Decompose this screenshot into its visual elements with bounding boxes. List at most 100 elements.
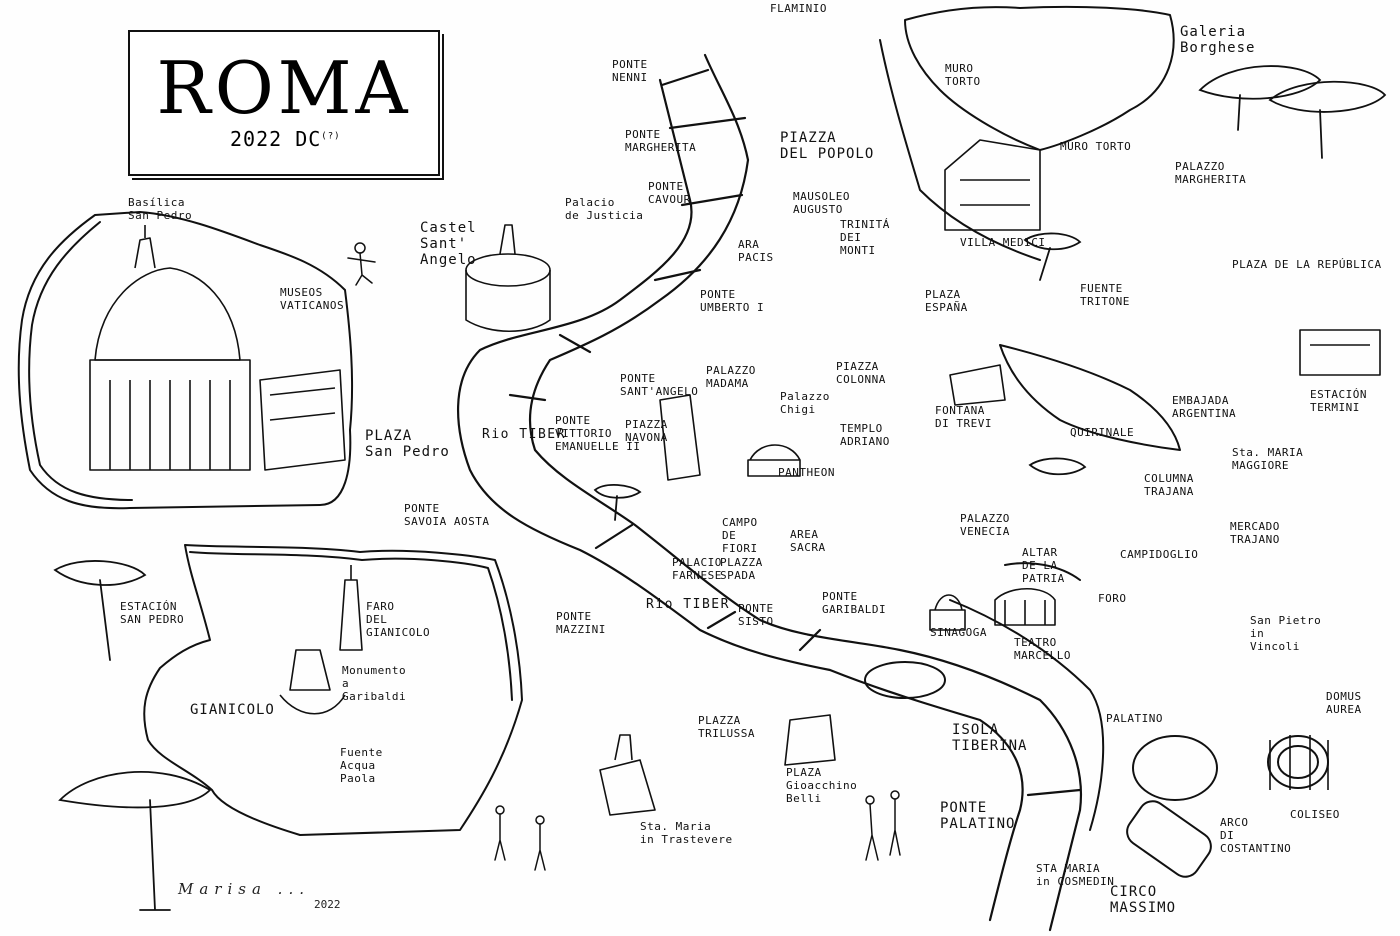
villa-borghese-outline [904, 5, 1175, 151]
label-ponte-nenni: PONTE NENNI [612, 58, 648, 84]
label-plaza-san-pedro: PLAZA San Pedro [365, 428, 450, 460]
label-ponte-vittorio: PONTE VITTORIO EMANUELLE II [555, 414, 641, 453]
label-altar-patria: ALTAR DE LA PATRIA [1022, 546, 1065, 585]
map-subtitle: 2022 DC(?) [230, 127, 341, 151]
label-castel: Castel Sant' Angelo [420, 220, 477, 268]
label-ponte-garibaldi: PONTE GARIBALDI [822, 590, 887, 616]
label-santa-maria-maggiore: Sta. MARIA MAGGIORE [1232, 446, 1304, 472]
label-palazzo-margherita: PALAZZO MARGHERITA [1175, 160, 1247, 186]
label-isola-tiberina: ISOLA TIBERINA [952, 722, 1028, 754]
subtitle-mark: (?) [321, 131, 341, 142]
label-plaza-spada: PLAZZA SPADA [720, 556, 763, 582]
map-title: ROMA [156, 46, 412, 130]
label-columna-trajana: COLUMNA TRAJANA [1144, 472, 1194, 498]
tree-icons [53, 65, 1387, 911]
tiber-bank-east [528, 53, 1082, 932]
vatican-museums-icon [259, 369, 346, 471]
label-estacion-termini: ESTACIÓN TERMINI [1310, 388, 1367, 414]
tree-icon-3 [53, 560, 147, 661]
label-gianicolo: GIANICOLO [190, 702, 275, 718]
basilica-dome-icon [89, 225, 251, 471]
tree-icon-1 [58, 770, 212, 911]
label-ponte-savoia: PONTE SAVOIA AOSTA [404, 502, 490, 528]
garibaldi-monument-icon [279, 649, 346, 715]
people-icons [347, 242, 901, 871]
label-plaza-gioacchino: PLAZA Gioacchino Belli [786, 766, 858, 805]
vatican-wall [17, 211, 354, 510]
people-icon-2 [494, 805, 546, 871]
label-ponte-mazzini: PONTE MAZZINI [556, 610, 606, 636]
label-quirinale: QUIRINALE [1070, 426, 1135, 439]
label-ponte-margherita: PONTE MARGHERITA [625, 128, 697, 154]
fontana-trevi-icon [949, 364, 1006, 406]
quirinale-outline [999, 344, 1181, 451]
landmark-icons [89, 139, 1381, 816]
label-ponte-cavour: PONTE CAVOUR [648, 180, 691, 206]
label-campo-fiori: CAMPO DE FIORI [722, 516, 758, 555]
label-museos: MUSEOS VATICANOS [280, 286, 345, 312]
label-muro-torto-1: MURO TORTO [945, 62, 981, 88]
label-san-pietro-vincoli: San Pietro in Vincoli [1250, 614, 1322, 653]
tiber-river [457, 53, 1082, 932]
label-trinita: TRINITÁ DEI MONTI [840, 218, 890, 257]
label-muro-torto-2: MURO TORTO [1060, 140, 1132, 153]
label-santa-maria-cosmedin: STA MARIA in COSMEDIN [1036, 862, 1115, 888]
artist-signature: Marisa ... [178, 880, 310, 898]
label-domus-aurea: DOMUS AUREA [1326, 690, 1362, 716]
tree-icon-5 [593, 457, 1087, 521]
label-piazza-navona: PIAZZA NAVONA [625, 418, 668, 444]
label-galeria-borghese: Galeria Borghese [1180, 24, 1256, 56]
termini-icon [1299, 329, 1381, 376]
river-label-tiber-2: Rio TIBER [646, 597, 730, 612]
label-fuente-acqua-paola: Fuente Acqua Paola [340, 746, 383, 785]
label-palatino: PALATINO [1106, 712, 1163, 725]
santa-maria-trastevere-icon [599, 734, 656, 816]
subtitle-text: 2022 DC [230, 127, 322, 151]
label-sinagoga: SINAGOGA [930, 626, 987, 639]
label-plaza-espana: PLAZA ESPAÑA [925, 288, 968, 314]
label-villa-medici: VILLA MEDICI [960, 236, 1046, 249]
label-santa-maria-trastevere: Sta. Maria in Trastevere [640, 820, 733, 846]
gianicolo-outline [143, 544, 523, 836]
title-box: ROMA 2022 DC(?) [128, 30, 440, 176]
label-piazza-popolo: PIAZZA DEL POPOLO [780, 130, 875, 162]
label-piazza-colonna: PIAZZA COLONNA [836, 360, 886, 386]
tiber-bank-west [457, 78, 1024, 922]
castel-sant-angelo-icon [465, 224, 551, 333]
label-palazzo-madama: PALAZZO MADAMA [706, 364, 756, 390]
label-plaza-republica: PLAZA DE LA REPÚBLICA [1232, 258, 1382, 271]
palatino-shape [1132, 735, 1218, 801]
label-ara-pacis: ARA PACIS [738, 238, 774, 264]
label-basilica: Basílica San Pedro [128, 196, 193, 222]
label-ponte-sisto: PONTE SISTO [738, 602, 774, 628]
label-palazzo-chigi: Palazzo Chigi [780, 390, 830, 416]
label-palacio-farnese: PALACIO FARNESE [672, 556, 722, 582]
navona-icon [659, 394, 701, 481]
label-arco-costantino: ARCO DI COSTANTINO [1220, 816, 1292, 855]
label-mausoleo: MAUSOLEO AUGUSTO [793, 190, 850, 216]
label-pantheon: PANTHEON [778, 466, 835, 479]
label-teatro-marcello: TEATRO MARCELLO [1014, 636, 1071, 662]
isola-shape [864, 661, 946, 699]
label-mercado-trajano: MERCADO TRAJANO [1230, 520, 1280, 546]
label-fuente-tritone: FUENTE TRITONE [1080, 282, 1130, 308]
circo-massimo-shape [1126, 800, 1212, 878]
label-monumento-garibaldi: Monumento a Garibaldi [342, 664, 407, 703]
signature-year: 2022 [314, 898, 341, 911]
label-estacion-san-pedro: ESTACIÓN SAN PEDRO [120, 600, 185, 626]
label-foro: FORO [1098, 592, 1127, 605]
label-flaminio: FLAMINIO [770, 2, 827, 15]
gioacchino-belli-icon [784, 714, 836, 766]
label-plaza-trilussa: PLAZZA TRILUSSA [698, 714, 755, 740]
label-ponte-palatino: PONTE PALATINO [940, 800, 1016, 832]
label-ponte-umberto: PONTE UMBERTO I [700, 288, 765, 314]
sinagoga-icon [929, 594, 966, 631]
label-ponte-santangelo: PONTE SANT'ANGELO [620, 372, 699, 398]
muro-torto-wall [879, 39, 1041, 261]
faro-icon [339, 565, 363, 651]
altar-patria-icon [994, 588, 1056, 626]
label-area-sacra: AREA SACRA [790, 528, 826, 554]
pantheon-icon [747, 444, 801, 477]
label-fontana-trevi: FONTANA DI TREVI [935, 404, 992, 430]
